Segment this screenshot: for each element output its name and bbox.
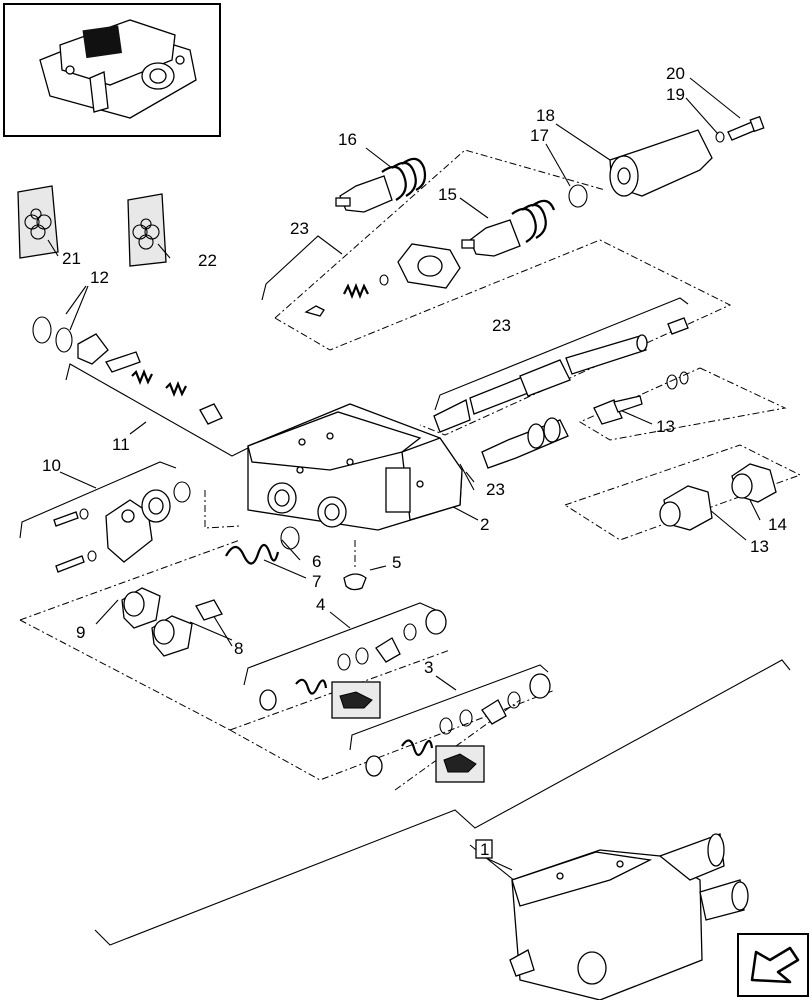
callout-3: 3 xyxy=(424,658,433,677)
check-valve-group-3[interactable] xyxy=(365,673,551,783)
spool-assembly-16[interactable] xyxy=(335,157,427,213)
callout-22: 22 xyxy=(198,251,217,270)
callout-17: 17 xyxy=(530,126,549,145)
main-spool-23[interactable] xyxy=(433,317,689,433)
seal-kit-icon xyxy=(24,208,52,240)
o-ring-6[interactable] xyxy=(280,526,300,550)
plug-9[interactable] xyxy=(121,587,161,629)
callout-13-upper: 13 xyxy=(656,417,675,436)
leader-lines xyxy=(19,77,791,946)
callout-13-lower: 13 xyxy=(750,537,769,556)
rings-12[interactable] xyxy=(32,316,73,353)
assembled-valve-1[interactable] xyxy=(509,833,749,1000)
callout-15: 15 xyxy=(438,185,457,204)
spring-7[interactable] xyxy=(225,543,280,565)
callout-23-lower: 23 xyxy=(486,480,505,499)
fitting-13-lower[interactable] xyxy=(659,485,713,531)
bolt-20[interactable] xyxy=(727,115,765,141)
ring-17[interactable] xyxy=(568,184,588,208)
valve-body[interactable] xyxy=(247,403,463,531)
plug-5[interactable] xyxy=(343,573,367,591)
next-page-arrow-icon xyxy=(750,946,800,984)
callout-1: 1 xyxy=(480,840,489,859)
callout-8: 8 xyxy=(234,639,243,658)
end-cover-18[interactable] xyxy=(609,129,713,197)
dash-frames xyxy=(19,149,802,791)
callout-16: 16 xyxy=(338,130,357,149)
callout-box-1 xyxy=(475,839,493,859)
assembly-thumbnail[interactable] xyxy=(3,3,221,137)
callout-2: 2 xyxy=(480,515,489,534)
callout-11: 11 xyxy=(112,435,130,454)
callout-20: 20 xyxy=(666,64,685,83)
callout-labels: 1 2 3 4 5 6 7 8 9 10 11 12 13 13 14 15 1… xyxy=(42,64,787,859)
flange-plate-23[interactable] xyxy=(304,243,461,317)
bracket-10[interactable] xyxy=(53,481,191,573)
check-valve-group-4[interactable] xyxy=(259,609,447,719)
plug-8[interactable] xyxy=(151,599,223,657)
callout-18: 18 xyxy=(536,106,555,125)
callout-10: 10 xyxy=(42,456,61,475)
callout-9: 9 xyxy=(76,623,85,642)
callout-4: 4 xyxy=(316,595,325,614)
spool-assembly-15[interactable] xyxy=(461,199,556,257)
seal-kit-icon xyxy=(132,218,160,250)
adapter-13-upper[interactable] xyxy=(593,371,689,425)
callout-19: 19 xyxy=(666,85,685,104)
plunger-23[interactable] xyxy=(481,417,569,469)
relief-valve-11[interactable] xyxy=(77,333,223,425)
next-page-button[interactable] xyxy=(737,933,809,997)
callout-14: 14 xyxy=(768,515,787,534)
callout-7: 7 xyxy=(312,572,321,591)
washer-19[interactable] xyxy=(715,131,725,143)
callout-12: 12 xyxy=(90,268,109,287)
seal-kit-22[interactable] xyxy=(127,193,167,267)
valve-assembly-thumbnail-icon xyxy=(39,19,197,119)
callout-6: 6 xyxy=(312,552,321,571)
cap-14[interactable] xyxy=(731,463,777,503)
callout-5: 5 xyxy=(392,553,401,572)
callout-21: 21 xyxy=(62,249,81,268)
callout-23-middle: 23 xyxy=(492,316,511,335)
callout-23-upper: 23 xyxy=(290,219,309,238)
